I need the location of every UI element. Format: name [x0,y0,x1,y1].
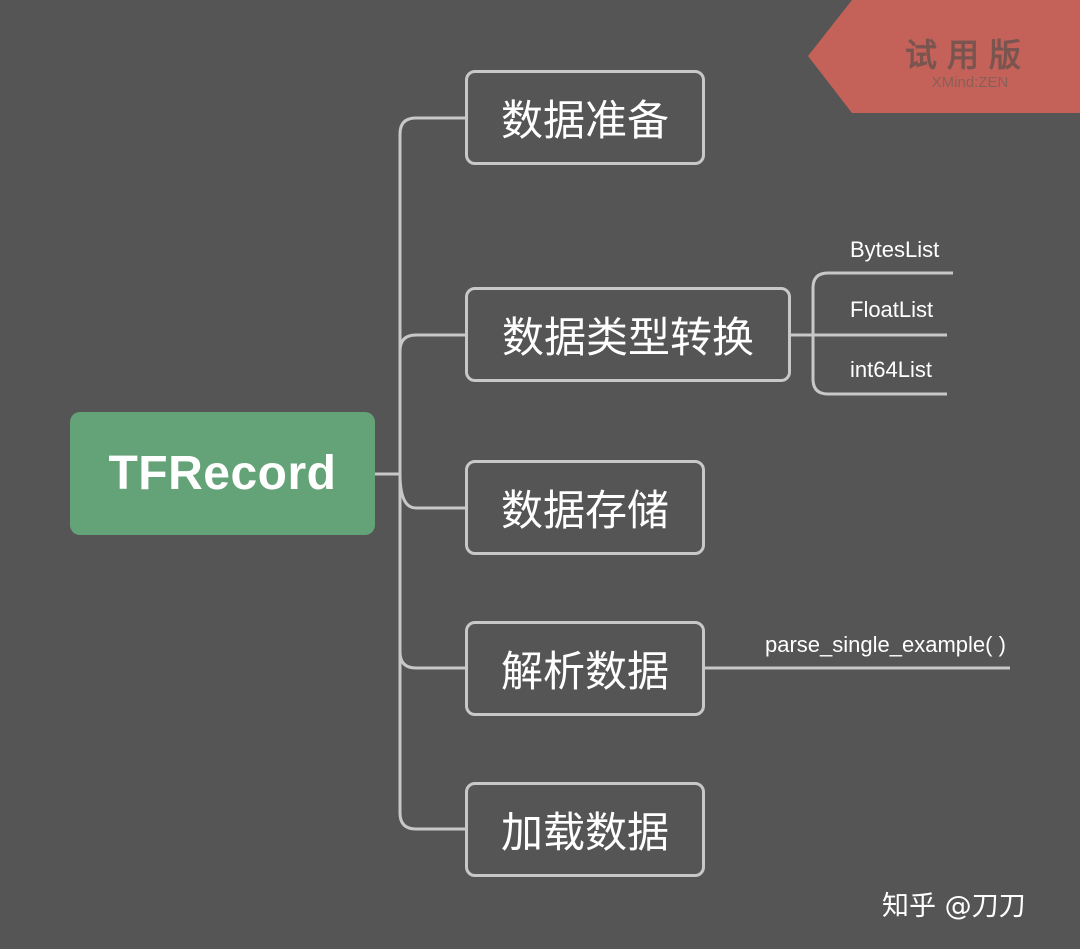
trunk-bottom-curve [398,812,465,831]
badge-title: 试用版 [904,36,1031,74]
branch-connector-4 [398,651,465,670]
leaf-int64list[interactable]: int64List [850,357,932,382]
sub-line-int64list [811,378,947,396]
badge-subtitle: XMind:ZEN [931,74,1009,91]
branch-node-data-preparation[interactable]: 数据准备 [465,70,705,165]
root-node[interactable]: TFRecord [70,412,375,535]
leaf-floatlist[interactable]: FloatList [850,297,934,322]
branch-node-data-storage[interactable]: 数据存储 [465,460,705,555]
branch-connector-2 [398,333,465,352]
leaf-byteslist[interactable]: BytesList [850,237,940,262]
trial-version-badge: 试用版 XMind:ZEN [808,0,1080,113]
branch-node-type-conversion[interactable]: 数据类型转换 [465,287,791,382]
branch-connector-3 [398,473,465,510]
badge-shape [808,0,1080,113]
zhihu-watermark: 知乎 @刀刀 [882,891,1026,922]
leaf-parse-single-example[interactable]: parse_single_example( ) [765,632,1006,657]
sub-line-byteslist [811,271,953,289]
branch-node-load-data[interactable]: 加载数据 [465,782,705,877]
trunk-top-curve [398,116,465,135]
branch-node-parse-data[interactable]: 解析数据 [465,621,705,716]
